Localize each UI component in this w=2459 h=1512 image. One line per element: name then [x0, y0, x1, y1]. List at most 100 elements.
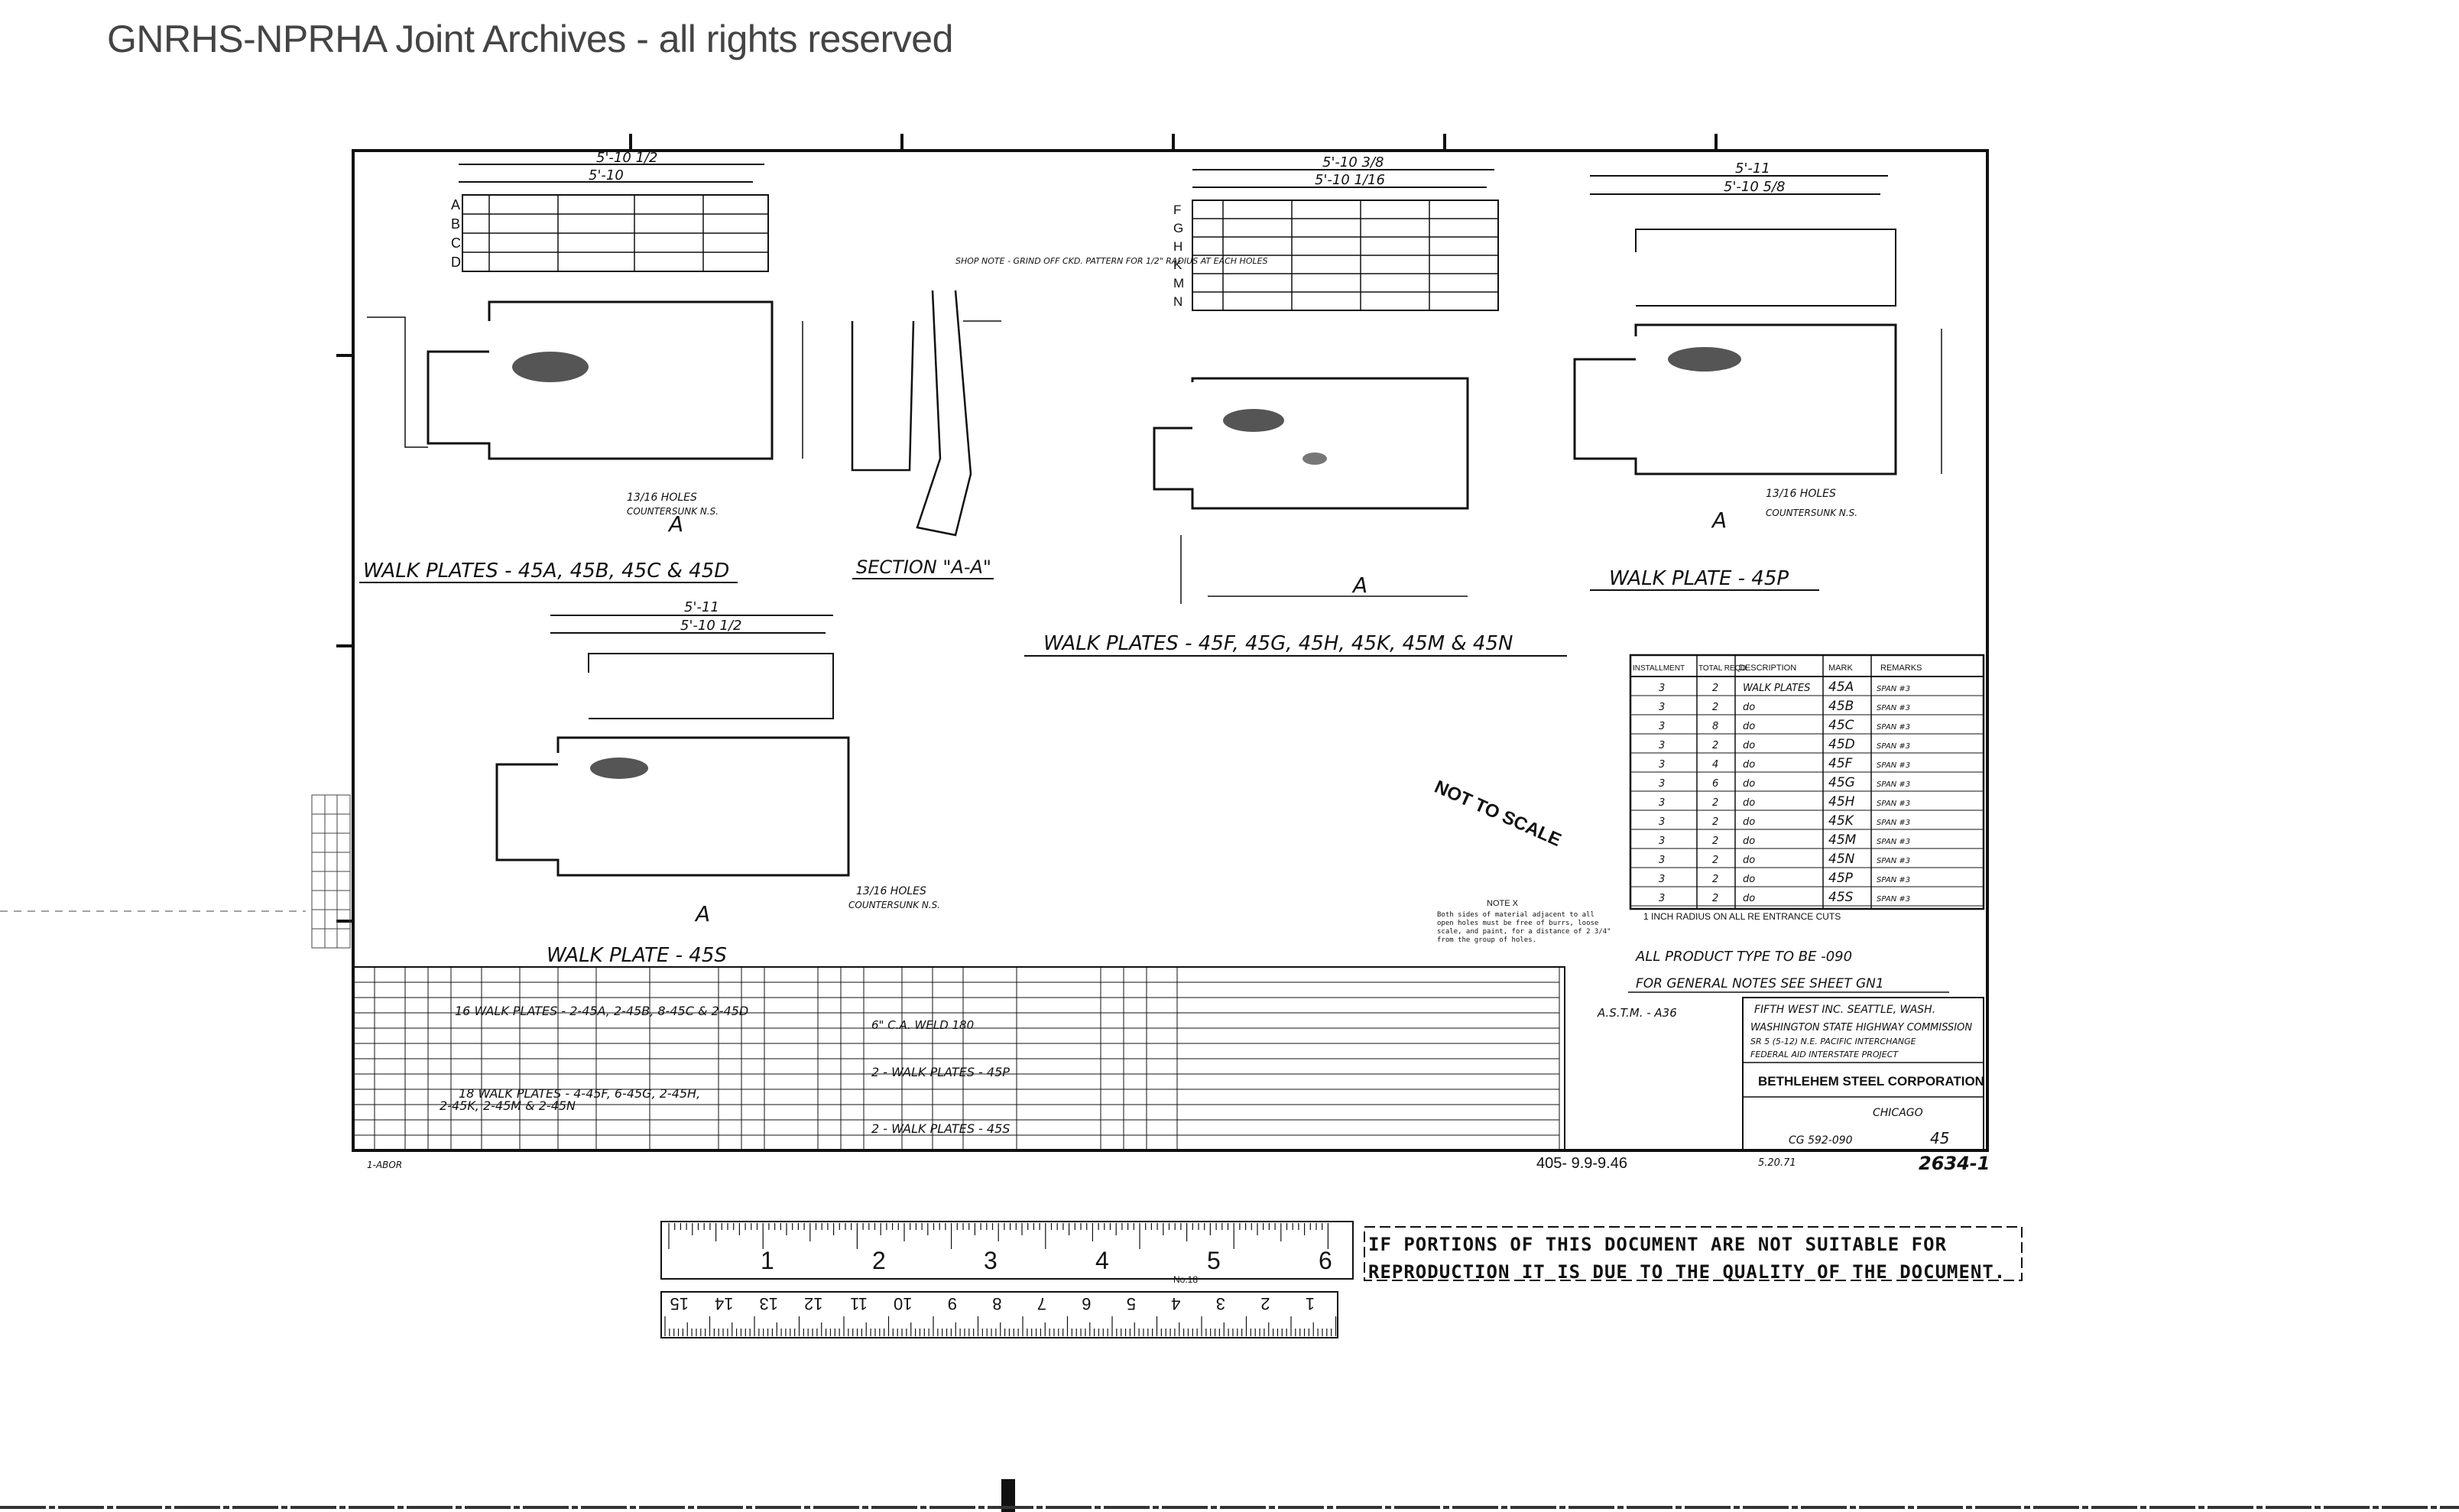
- v1-countersunk: COUNTERSUNK N.S.: [627, 506, 719, 517]
- v2-title: SECTION "A-A": [856, 556, 991, 578]
- v4-holes: 13/16 HOLES: [1766, 488, 1836, 500]
- schedule-cell: 45M: [1828, 832, 1857, 848]
- notice-box: [1364, 1226, 2023, 1281]
- view-walk-plate-45s: 5'-11 5'-10 1/2 13/16 HOLES COUNTERSUNK …: [495, 599, 940, 968]
- view-walk-plate-45p: 5'-11 5'-10 5/8 A 13/16 HOLES COUNTERSUN…: [1573, 161, 1942, 591]
- v4-dim-top: 5'-11: [1735, 161, 1770, 177]
- schedule-cell: SPAN #3: [1877, 819, 1910, 827]
- v3-section-mark: A: [1351, 573, 1367, 598]
- note-x-title: NOTE X: [1487, 899, 1519, 908]
- schedule-cell: do: [1743, 759, 1755, 771]
- v4-section-mark: A: [1711, 508, 1727, 533]
- schedule-cell: do: [1743, 874, 1755, 885]
- schedule-cell: do: [1743, 778, 1755, 790]
- schedule-cell: SPAN #3: [1877, 685, 1910, 693]
- sheet-number: 45: [1930, 1129, 1949, 1147]
- ruler-cm-number: 14: [715, 1294, 733, 1313]
- schedule-cell: do: [1743, 721, 1755, 732]
- schedule-cell: 3: [1659, 874, 1665, 885]
- view-section-a-a: SHOP NOTE - GRIND OFF CKD. PATTERN FOR 1…: [851, 256, 1268, 579]
- bill-line-4: 2 - WALK PLATES - 45P: [871, 1065, 1010, 1079]
- v4-title: WALK PLATE - 45P: [1609, 567, 1789, 590]
- schedule-cell: SPAN #3: [1877, 704, 1910, 712]
- ruler-cm-number: 5: [1127, 1294, 1136, 1313]
- schedule-cell: SPAN #3: [1877, 742, 1910, 751]
- bill-of-materials: 16 WALK PLATES - 2-45A, 2-45B, 8-45C & 2…: [352, 966, 1677, 1151]
- schedule-cell: do: [1743, 855, 1755, 866]
- schedule-cell: 45N: [1828, 852, 1855, 867]
- archive-header: GNRHS-NPRHA Joint Archives - all rights …: [107, 18, 953, 60]
- schedule-cell: 3: [1659, 816, 1665, 828]
- schedule-cell: 8: [1712, 721, 1718, 732]
- schedule-cell: do: [1743, 797, 1755, 809]
- schedule-cell: WALK PLATES: [1743, 683, 1810, 694]
- schedule-cell: 45K: [1828, 813, 1855, 829]
- corner-mark: 1-ABOR: [367, 1160, 402, 1170]
- bill-line-2: 18 WALK PLATES - 4-45F, 6-45G, 2-45H,: [459, 1086, 700, 1101]
- schedule-cell: do: [1743, 835, 1755, 847]
- note-x-text: Both sides of material adjacent to all o…: [1437, 911, 1611, 944]
- v1-title: WALK PLATES - 45A, 45B, 45C & 45D: [363, 560, 729, 582]
- company-city: CHICAGO: [1873, 1107, 1923, 1119]
- schedule-cell: 3: [1659, 759, 1665, 771]
- schedule-cell: 45H: [1828, 794, 1855, 810]
- schedule-cell: 45S: [1828, 890, 1854, 905]
- schedule-cell: 2: [1712, 702, 1718, 713]
- schedule-cell: do: [1743, 740, 1755, 751]
- v3-row-m: M: [1173, 276, 1184, 290]
- schedule-cell: 2: [1712, 835, 1718, 847]
- ruler-cm-number: 10: [894, 1294, 912, 1313]
- v3-row-f: F: [1173, 203, 1181, 217]
- v3-title: WALK PLATES - 45F, 45G, 45H, 45K, 45M & …: [1043, 632, 1513, 655]
- v1-dim-top: 5'-10 1/2: [596, 150, 658, 166]
- title-line-3: SR 5 (5-12) N.E. PACIFIC INTERCHANGE: [1750, 1037, 1916, 1046]
- schedule-cell: 3: [1659, 893, 1665, 904]
- ref-number: 405- 9.9-9.46: [1536, 1155, 1627, 1172]
- ruler-inch-number: 4: [1095, 1247, 1109, 1274]
- schedule-cell: SPAN #3: [1877, 761, 1910, 770]
- schedule-cell: 2: [1712, 874, 1718, 885]
- v1-row-a: A: [451, 197, 460, 213]
- ruler-cm-number: 4: [1171, 1294, 1180, 1313]
- ruler-inch-number: 5: [1207, 1247, 1221, 1274]
- v3-dim-top: 5'-10 3/8: [1322, 154, 1384, 170]
- schedule-cell: 3: [1659, 740, 1665, 751]
- v5-dim-top: 5'-11: [684, 599, 719, 615]
- v3-row-k: K: [1173, 258, 1182, 272]
- bill-line-1: 16 WALK PLATES - 2-45A, 2-45B, 8-45C & 2…: [455, 1004, 748, 1018]
- schedule-cell: 2: [1712, 797, 1718, 809]
- schedule-cell: 4: [1712, 759, 1718, 771]
- ruler-inch-number: 3: [984, 1247, 998, 1274]
- drawing-number: 2634-1: [1919, 1153, 1990, 1174]
- schedule-cell: SPAN #3: [1877, 876, 1910, 884]
- schedule-cell: 45F: [1828, 756, 1853, 771]
- v4-dim-sub: 5'-10 5/8: [1724, 179, 1786, 195]
- title-line-4: FEDERAL AID INTERSTATE PROJECT: [1750, 1050, 1899, 1059]
- v3-row-h: H: [1173, 239, 1182, 254]
- schedule-cell: 45A: [1828, 680, 1854, 695]
- schedule-header-mark: MARK: [1828, 664, 1853, 673]
- v2-note: SHOP NOTE - GRIND OFF CKD. PATTERN FOR 1…: [955, 256, 1268, 266]
- v1-section-mark: A: [667, 511, 683, 537]
- not-to-scale: NOT TO SCALE: [1432, 777, 1565, 851]
- schedule-cell: 2: [1712, 740, 1718, 751]
- v4-countersunk: COUNTERSUNK N.S.: [1766, 508, 1857, 518]
- bill-line-3: 2-45K, 2-45M & 2-45N: [440, 1098, 576, 1113]
- schedule-cell: SPAN #3: [1877, 838, 1910, 846]
- schedule-cell: SPAN #3: [1877, 723, 1910, 732]
- schedule-cell: 3: [1659, 855, 1665, 866]
- initial-date: 5.20.71: [1758, 1157, 1796, 1169]
- schedule-header-description: DESCRIPTION: [1739, 664, 1796, 673]
- schedule-cell: 2: [1712, 683, 1718, 694]
- schedule-cell: 2: [1712, 855, 1718, 866]
- view-walk-plates-45a-45d: 5'-10 1/2 5'-10 A B C D 13/16 HOLES COUN…: [359, 150, 803, 583]
- ruler-cm-number: 1: [1306, 1294, 1315, 1313]
- v3-row-g: G: [1173, 221, 1183, 235]
- view-walk-plates-45f-45n: 5'-10 3/8 5'-10 1/16 F G H K M N A WALK …: [1024, 154, 1567, 657]
- v5-holes: 13/16 HOLES: [856, 885, 926, 897]
- v5-dim-sub: 5'-10 1/2: [680, 618, 742, 634]
- scan-edge-bar: [1001, 1479, 1015, 1512]
- schedule-cell: 6: [1712, 778, 1718, 790]
- ruler-cm-number: 13: [760, 1294, 778, 1313]
